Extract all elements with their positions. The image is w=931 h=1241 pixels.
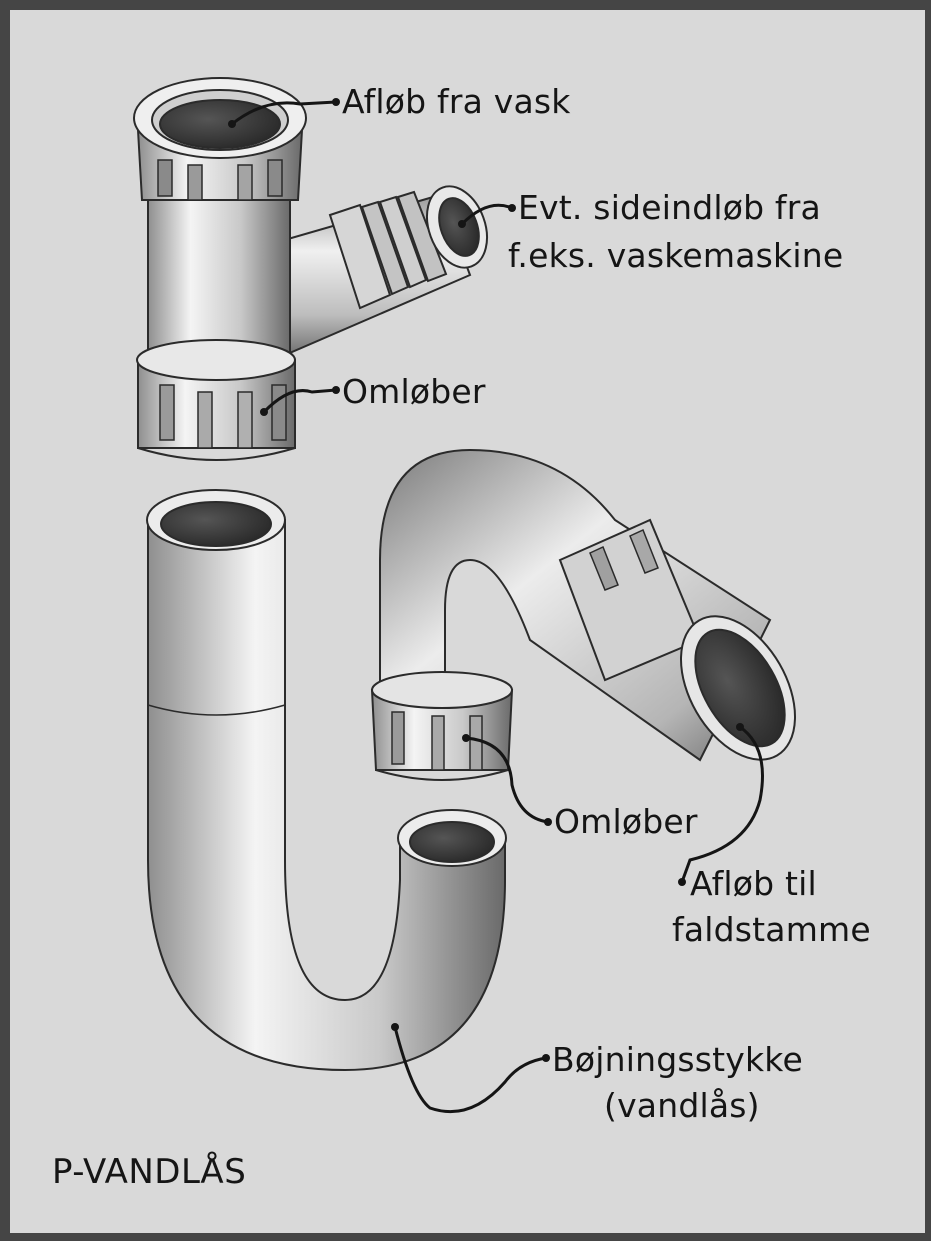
- bend-opening-left: [161, 502, 271, 546]
- outlet-elbow: [372, 450, 819, 780]
- label-bend-line2: (vandlås): [604, 1086, 760, 1126]
- label-drain-to-stack-line2: faldstamme: [672, 910, 871, 950]
- diagram-title: P-VANDLÅS: [52, 1152, 246, 1192]
- label-side-inlet-line2: f.eks. vaskemaskine: [508, 236, 843, 276]
- union-nut-upper: [137, 340, 295, 460]
- label-drain-from-sink: Afløb fra vask: [342, 82, 571, 122]
- label-nut-lower: Omløber: [554, 802, 698, 842]
- label-bend-line1: Bøjningsstykke: [552, 1040, 803, 1080]
- label-side-inlet-line1: Evt. sideindløb fra: [518, 188, 821, 228]
- label-nut-upper: Omløber: [342, 372, 486, 412]
- union-nut-lower: [372, 672, 512, 780]
- bend-opening-right: [410, 822, 494, 862]
- label-drain-to-stack-line1: Afløb til: [690, 864, 817, 904]
